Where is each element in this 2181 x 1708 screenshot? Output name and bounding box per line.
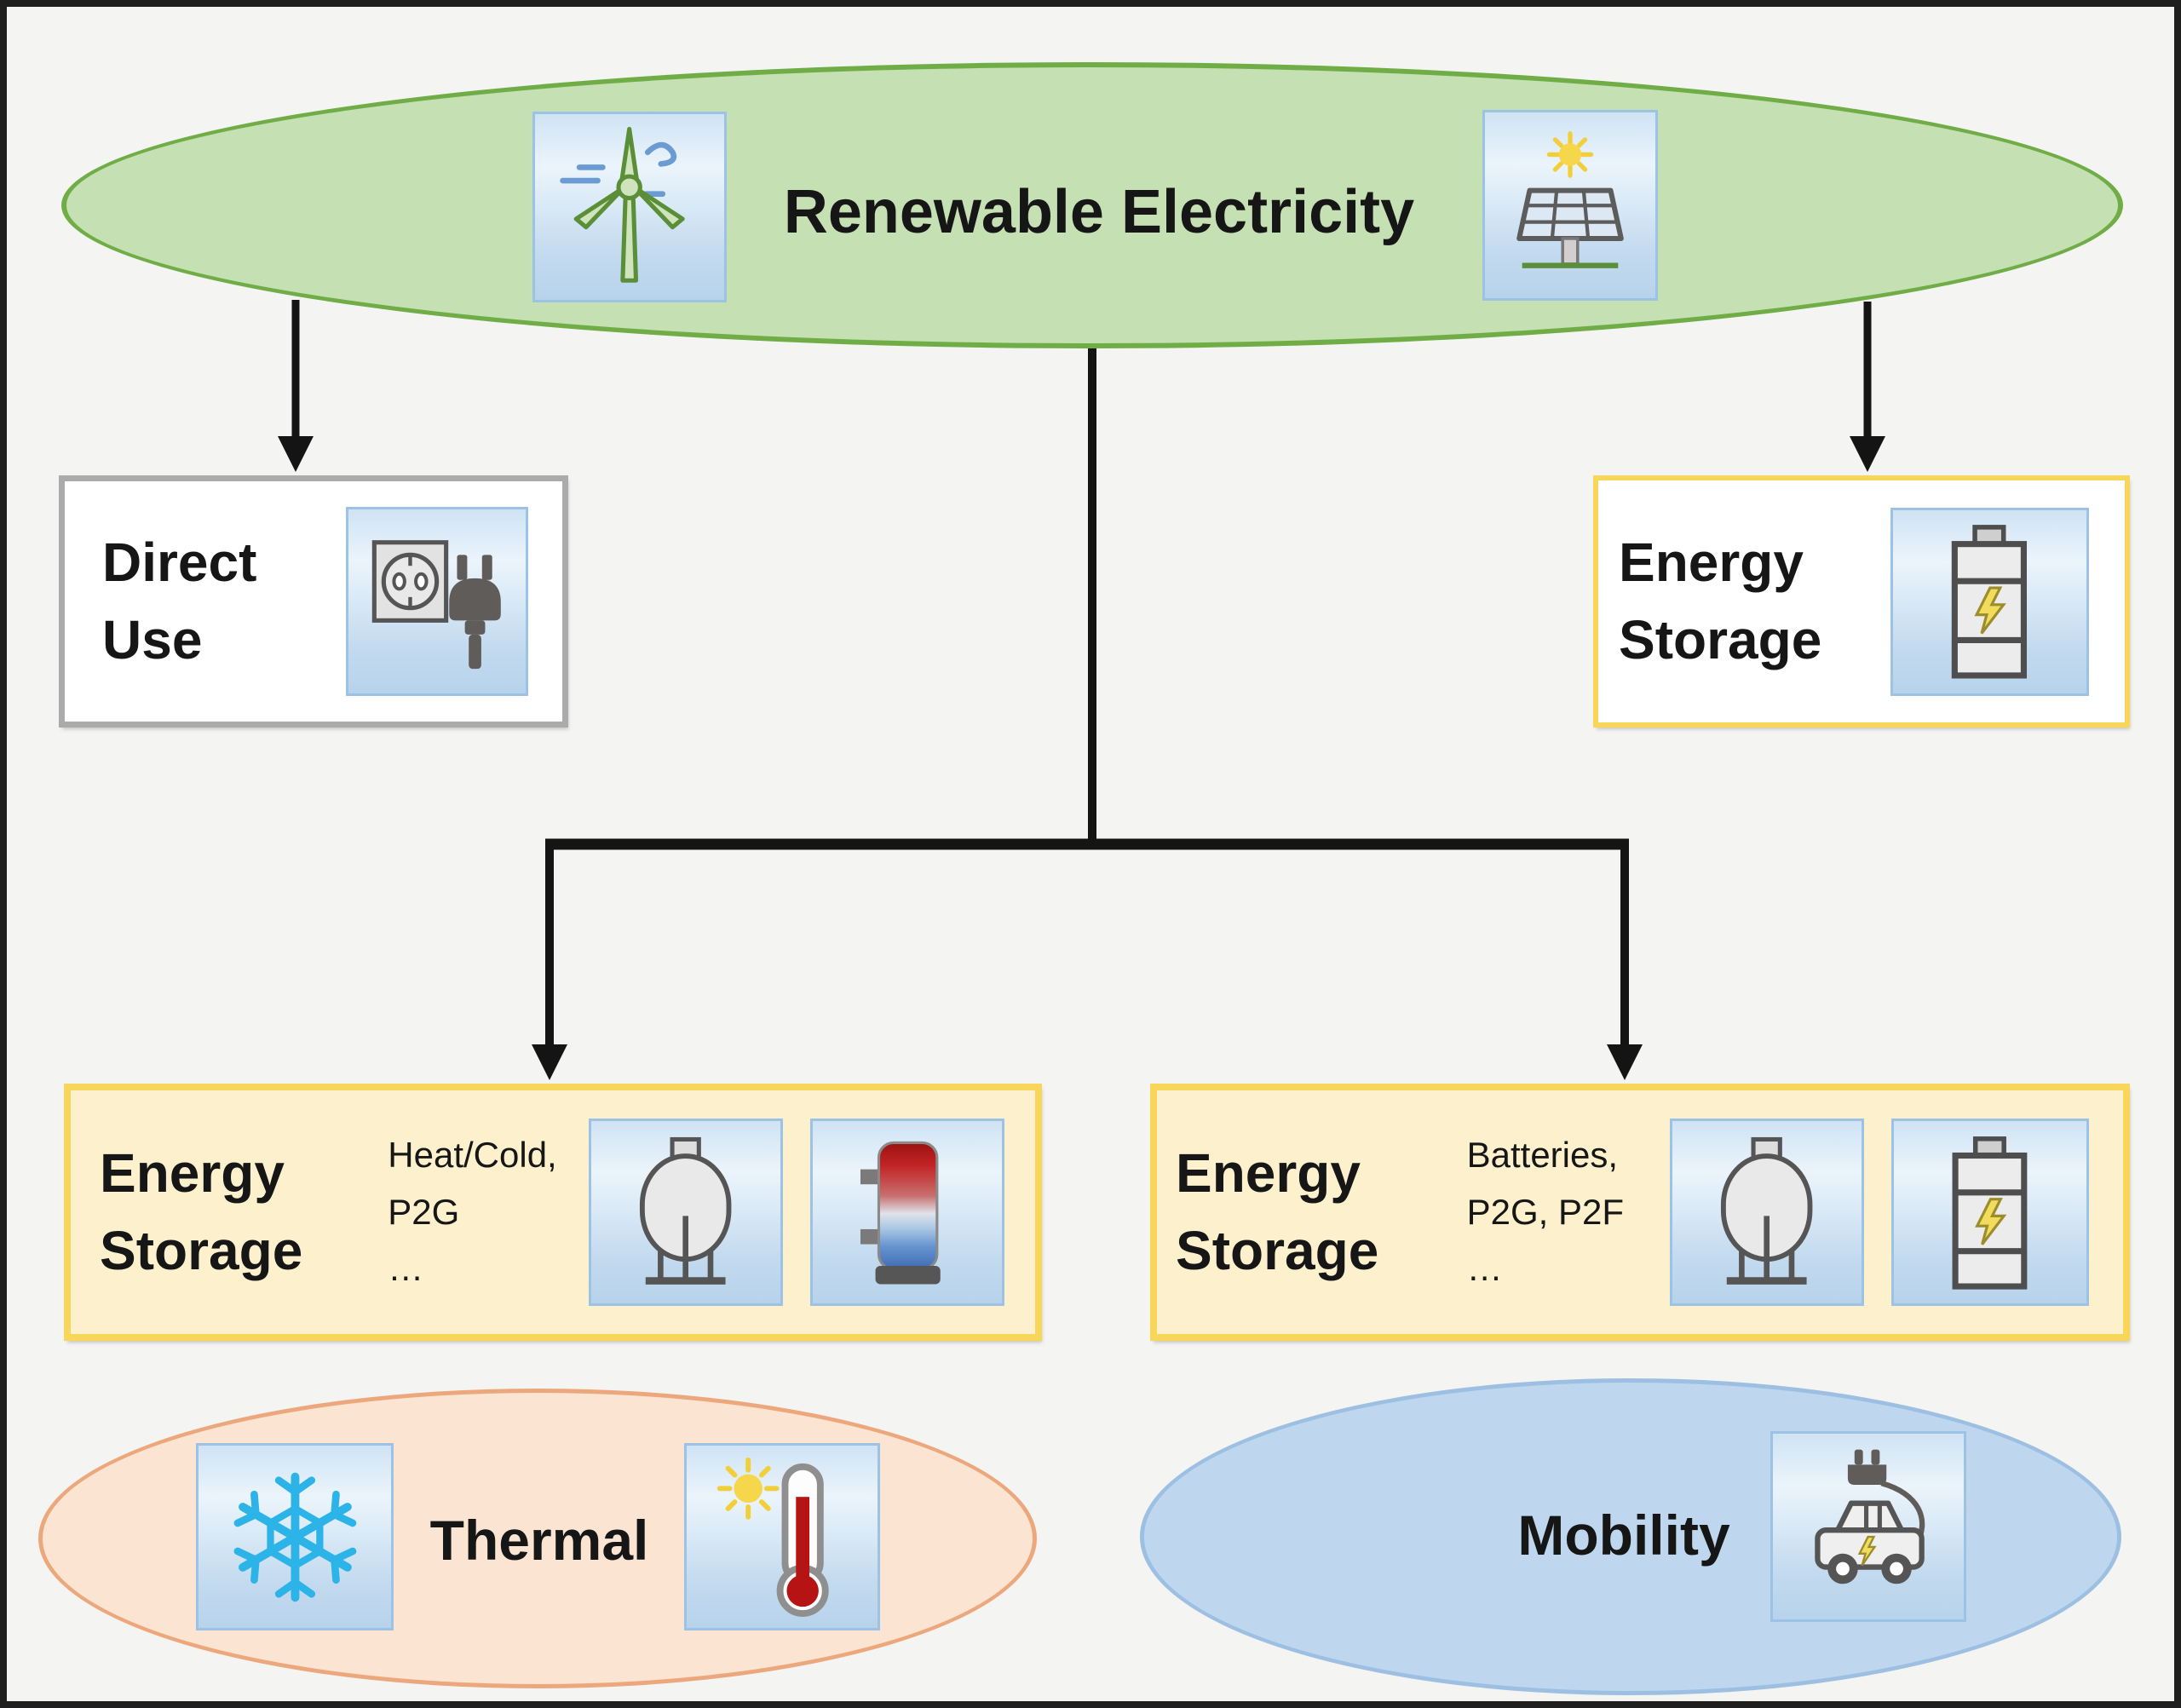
energy-storage-mobility-node: Energy Storage Batteries, P2G, P2F …	[1150, 1084, 2130, 1341]
solar-panel-icon	[1482, 110, 1658, 301]
direct-use-label: Direct Use	[102, 532, 257, 670]
storage-tank-icon	[589, 1119, 783, 1306]
energy-storage-mobility-label: Energy Storage	[1176, 1142, 1379, 1281]
energy-storage-thermal-subtitle: Heat/Cold, P2G …	[388, 1135, 557, 1289]
thermal-label: Thermal	[429, 1509, 649, 1572]
battery-icon	[1891, 1119, 2089, 1306]
mobility-label: Mobility	[1517, 1504, 1730, 1567]
snowflake-icon	[196, 1443, 394, 1630]
battery-icon	[1890, 507, 2089, 696]
wind-turbine-icon	[532, 112, 727, 302]
storage-tank-icon	[1670, 1119, 1864, 1306]
hot-water-tank-icon	[810, 1119, 1004, 1306]
socket-plug-icon	[345, 507, 528, 696]
energy-storage-thermal-label: Energy Storage	[100, 1142, 303, 1281]
thermometer-icon	[684, 1443, 880, 1630]
direct-use-node: Direct Use	[59, 475, 568, 727]
energy-storage-thermal-node: Energy Storage Heat/Cold, P2G …	[64, 1084, 1042, 1341]
energy-storage-battery-node: Energy Storage	[1593, 475, 2130, 727]
energy-storage-mobility-subtitle: Batteries, P2G, P2F …	[1466, 1135, 1625, 1289]
renewable-electricity-label: Renewable Electricity	[783, 178, 1415, 246]
energy-storage-battery-label: Energy Storage	[1619, 532, 1822, 670]
electric-car-icon	[1770, 1431, 1966, 1622]
